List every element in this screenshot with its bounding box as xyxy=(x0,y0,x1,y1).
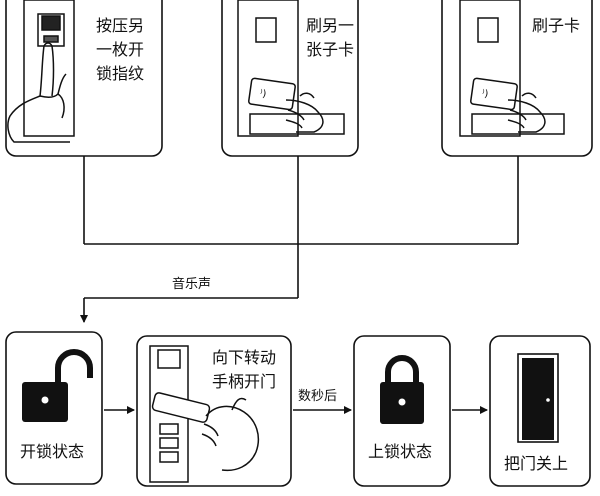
close-door-label: 把门关上 xyxy=(504,454,569,473)
label-line: 手柄开门 xyxy=(212,372,277,391)
seconds-later-label: 数秒后 xyxy=(298,389,338,404)
fingerprint-step-label: 按压另 一枚开 锁指纹 xyxy=(96,14,144,86)
step-box-card xyxy=(441,0,593,157)
unlocked-state-label: 开锁状态 xyxy=(20,442,85,461)
svg-text:⁾): ⁾) xyxy=(259,88,267,100)
turn-handle-illustration xyxy=(149,345,260,483)
card-swipe-illustration-2: ⁾) xyxy=(459,0,565,137)
card-other-step-label: 刷另一 张子卡 xyxy=(306,14,354,62)
label-line: 张子卡 xyxy=(306,40,355,59)
fingerprint-press-illustration xyxy=(7,0,75,143)
card-step-label: 刷子卡 xyxy=(532,14,580,38)
locked-state-label: 上锁状态 xyxy=(368,442,433,461)
door-closed-icon xyxy=(517,353,559,443)
merge-connectors xyxy=(80,156,519,323)
svg-text:⁾): ⁾) xyxy=(481,88,489,100)
label-line: 刷另一 xyxy=(306,16,355,35)
label-line: 锁指纹 xyxy=(96,64,145,83)
card-swipe-illustration-1: ⁾) xyxy=(237,0,345,137)
label-line: 按压另 xyxy=(96,16,145,35)
label-line: 一枚开 xyxy=(96,40,145,59)
label-line: 向下转动 xyxy=(212,348,277,367)
music-sound-label: 音乐声 xyxy=(172,277,212,292)
label-line: 刷子卡 xyxy=(532,16,581,35)
padlock-closed-icon xyxy=(380,355,424,424)
turn-handle-step-label: 向下转动 手柄开门 xyxy=(212,346,276,394)
padlock-open-icon xyxy=(22,349,93,422)
